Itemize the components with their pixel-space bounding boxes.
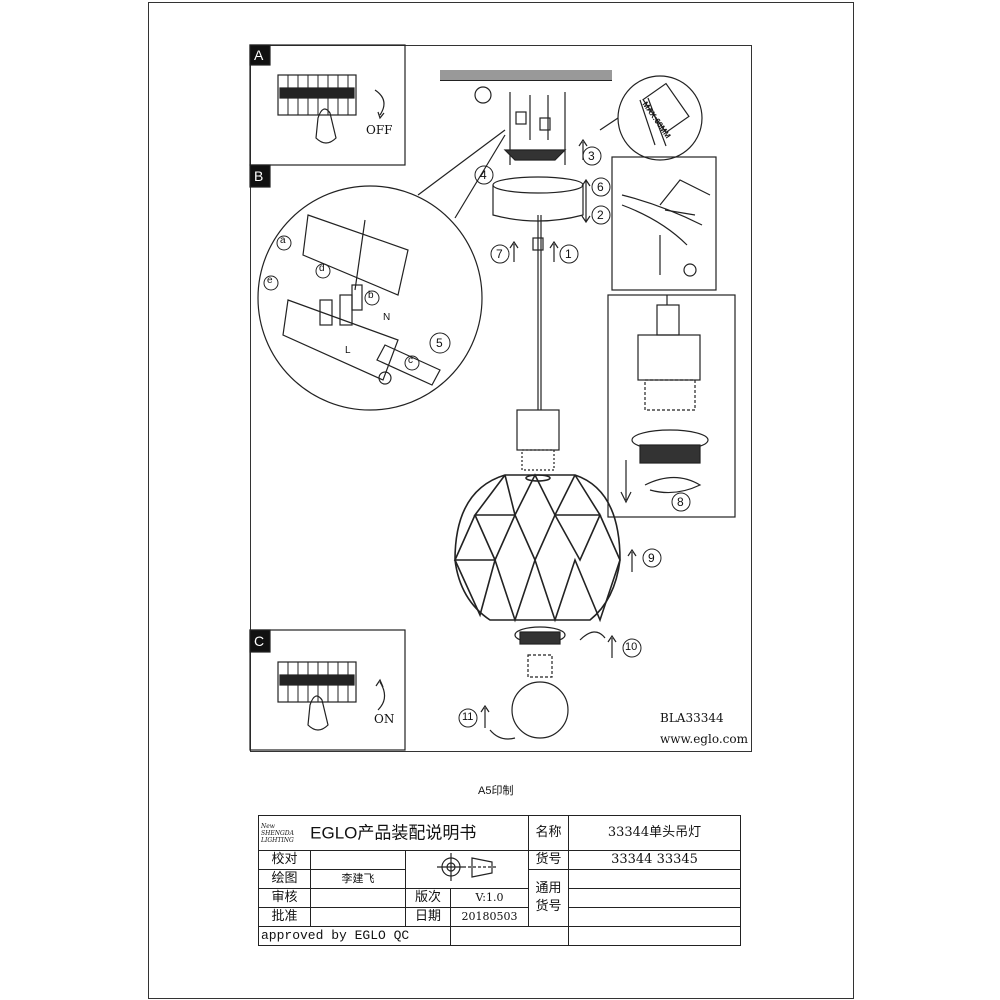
review-label: 审核	[258, 888, 311, 908]
wire-strip-box	[611, 156, 717, 291]
terminal-block	[282, 214, 441, 386]
wire-label-a: a	[280, 235, 286, 246]
breaker-panel-c	[277, 661, 386, 731]
drawing-label: 绘图	[258, 869, 311, 889]
geodesic-shade	[453, 473, 621, 623]
detail-circle-b	[257, 185, 483, 411]
wire-label-d: d	[319, 263, 325, 274]
arrows	[480, 138, 637, 740]
terminal-l: L	[345, 345, 351, 356]
step-11: 11	[462, 711, 474, 723]
step-10: 10	[625, 641, 638, 653]
canopy	[492, 176, 584, 222]
step-9: 9	[648, 551, 655, 565]
version-label: 版次	[405, 888, 451, 908]
document-title: EGLO产品装配说明书	[310, 823, 477, 842]
lamp-holder	[516, 409, 560, 451]
ceiling-hatch	[440, 70, 612, 80]
drawing-frame	[250, 45, 752, 752]
panel-b-tag	[249, 164, 271, 188]
step-7: 7	[496, 247, 503, 261]
off-label: OFF	[366, 123, 393, 137]
light-bulb	[511, 654, 569, 739]
general-item-label: 通用货号	[528, 869, 569, 927]
version-value: V:1.0	[450, 888, 529, 908]
mounting-hardware	[474, 86, 567, 165]
date-value: 20180503	[450, 907, 529, 927]
holder-detail-box	[607, 294, 736, 518]
on-label: ON	[374, 712, 395, 726]
approve-label: 批准	[258, 907, 311, 927]
wire-label-b: b	[368, 290, 374, 301]
date-label: 日期	[405, 907, 451, 927]
step-8: 8	[677, 495, 684, 509]
model-code: BLA33344	[660, 711, 724, 725]
title-block: New SHENGDA LIGHTING EGLO产品装配说明书 名称 3334…	[258, 815, 741, 946]
panel-a-tag	[249, 44, 271, 66]
panel-c-label: C	[254, 633, 265, 649]
website: www.eglo.com	[660, 732, 748, 746]
step-6: 6	[597, 180, 604, 194]
step-1: 1	[565, 247, 572, 261]
name-value: 33344单头吊灯	[568, 815, 741, 851]
step-4: 4	[480, 168, 487, 182]
company-logo: New SHENGDA LIGHTING	[261, 822, 294, 844]
document-border	[148, 2, 854, 999]
panel-c-tag	[249, 629, 271, 653]
wire-label-e: e	[267, 275, 273, 286]
name-label: 名称	[528, 815, 569, 851]
approved-by: approved by EGLO QC	[258, 926, 451, 946]
step-circles	[263, 146, 691, 728]
step-2: 2	[597, 208, 604, 222]
drawer-name: 李建飞	[310, 869, 406, 889]
item-no-label: 货号	[528, 850, 569, 870]
panel-a-label: A	[254, 47, 264, 63]
panel-c-box	[249, 629, 406, 751]
terminal-n: N	[383, 312, 391, 323]
panel-a-box	[249, 44, 406, 166]
wire-label-c: c	[408, 355, 413, 366]
check-label: 校对	[258, 850, 311, 870]
print-note: A5印制	[478, 785, 514, 797]
panel-b-label: B	[254, 168, 264, 184]
breaker-panel-a	[277, 74, 385, 144]
step-3: 3	[588, 149, 595, 163]
step-5: 5	[436, 336, 443, 350]
item-no-value: 33344 33345	[568, 850, 741, 870]
